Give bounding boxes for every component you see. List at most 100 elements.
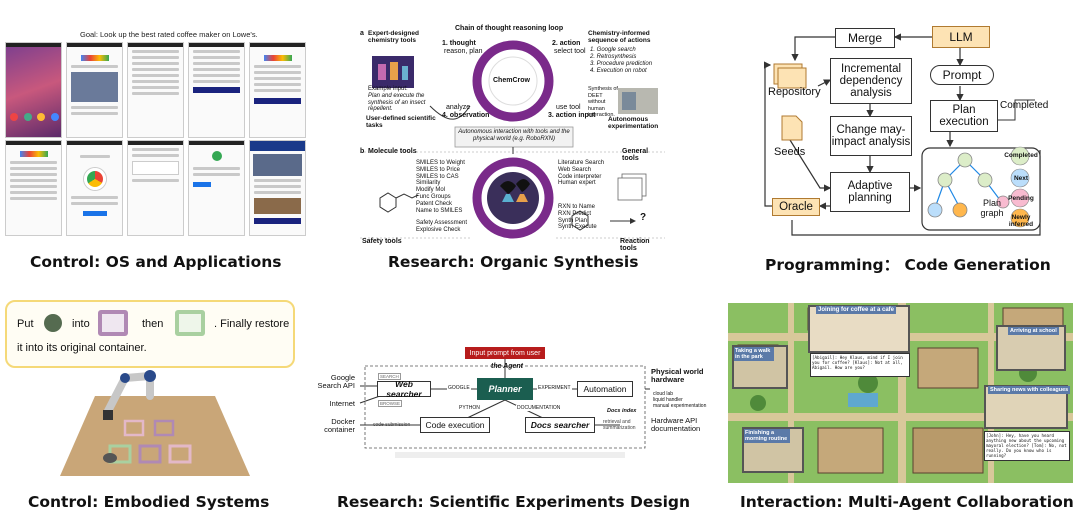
step4-sub: analyze [446, 104, 471, 111]
walk-park-label: Taking a walk in the park [734, 347, 774, 361]
tool-item: Similarity [416, 180, 441, 187]
plan-graph-label: Plan graph [980, 198, 1004, 218]
planner-box: Planner [477, 378, 533, 400]
joining-coffee-label: Joining for coffee at a cafe [816, 306, 897, 314]
caption-code: Programming： Code Generation [765, 256, 1051, 274]
chemcrow-section-a: a [360, 30, 364, 37]
documentation-edge-label: DOCUMENTATION [516, 405, 562, 411]
os-panel: Goal: Look up the best rated coffee make… [0, 0, 306, 250]
seeds-label: Seeds [774, 146, 806, 158]
legend-completed-swatch [1010, 146, 1030, 166]
chem-informed-label: Chemistry-informed sequence of actions [588, 30, 651, 44]
question-mark: ? [640, 212, 647, 223]
tool-item: Code interpreter [558, 173, 602, 180]
multiagent-panel: Joining for coffee at a cafe [Abigail]: … [728, 303, 1073, 483]
graph-node-completed [937, 172, 953, 188]
interaction-box [454, 126, 574, 148]
docker-label: Docker container [324, 417, 355, 434]
action-item: 3. Procedure prediction [590, 61, 653, 67]
sharing-news-label: Sharing news with colleagues [988, 386, 1071, 394]
action-item: 2. Retrosynthesis [590, 54, 637, 60]
tool-item: Human expert [558, 180, 596, 187]
tool-item: Web Search [558, 166, 591, 173]
plan-execution-box: Plan execution [930, 100, 998, 132]
phone-screen-signin [188, 140, 245, 236]
legend-pending: Pending [1008, 195, 1034, 202]
prompt-box: Prompt [930, 65, 994, 85]
example-text: Plan and execute the synthesis of an ins… [368, 93, 426, 112]
tool-item: Literature Search [558, 160, 605, 166]
phone-screen-form [127, 140, 184, 236]
google-edge-label: GOOGLE [447, 385, 471, 391]
experiments-panel: Input prompt from user the Agent Google … [315, 344, 715, 464]
hardware-item: cloud lab [653, 391, 674, 397]
phone-screen-chrome [66, 140, 123, 236]
autonomous-label: Autonomous experimentation [608, 116, 659, 130]
tool-item: Name to SMILES [416, 207, 463, 214]
bottom-faded-strip [395, 452, 625, 458]
internet-label: Internet [329, 399, 355, 408]
docs-searcher-box: Docs searcher [525, 417, 595, 433]
input-prompt-box: Input prompt from user [465, 347, 545, 359]
interaction-text: Autonomous interaction with tools and th… [458, 129, 570, 142]
merge-box: Merge [835, 28, 895, 48]
change-impact-box: Change may-impact analysis [830, 116, 912, 156]
automation-box: Automation [577, 381, 633, 397]
expert-tools-label: Expert-designed chemistry tools [368, 30, 419, 44]
search-tag: SEARCH [378, 373, 401, 380]
tools-ring [472, 157, 554, 239]
arriving-school-label: Arriving at school [1008, 327, 1059, 335]
caption-synthesis: Research: Organic Synthesis [388, 253, 639, 271]
phone-screen-list [188, 42, 245, 138]
phone-screen-search [5, 140, 62, 236]
seeds-icon [781, 115, 803, 141]
reasoning-loop-ring [472, 40, 554, 122]
instruction-line2: it into its original container. [17, 342, 147, 354]
caption-os: Control: OS and Applications [30, 253, 282, 271]
molecule-tools-list: SMILES to Weight SMILES to Price SMILES … [416, 160, 465, 214]
repository-label: Repository [768, 86, 821, 98]
phone-screen-lowes [249, 140, 306, 236]
object-icon [44, 314, 62, 332]
python-edge-label: PYTHON [458, 405, 481, 411]
general-tools-list: Literature Search Web Search Code interp… [558, 160, 604, 187]
tool-item: SMILES to Price [416, 166, 461, 173]
retrieval-label: retrieval and summarization [603, 419, 636, 431]
tool-item: Explosive Check [416, 226, 461, 233]
graph-node-pending [996, 195, 1010, 209]
browse-tag: BROWSE [378, 400, 403, 407]
tool-item: SMILES to CAS [416, 173, 459, 180]
robot-scene [60, 370, 250, 476]
phone-screen-results [127, 42, 184, 138]
step1-sub: reason, plan [444, 48, 483, 55]
phone-screen-store [249, 42, 306, 138]
web-searcher-box: Web searcher [377, 379, 431, 399]
graph-node-completed [957, 152, 973, 168]
legend-next: Next [1013, 175, 1029, 182]
docs-index-label: Docs index [607, 408, 637, 414]
chemcrow-core-label: ChemCrow [493, 77, 530, 84]
hardware-api-label: Hardware API documentation [651, 416, 701, 433]
caption-experiments: Research: Scientific Experiments Design [337, 493, 691, 511]
tool-item: Synth Plan [558, 217, 588, 224]
container-purple-icon [98, 310, 128, 336]
molecule-tools-label: Molecule tools [368, 148, 417, 155]
morning-routine-label: Finishing a morning routine [744, 429, 790, 443]
tool-item: RXN Predict [558, 210, 592, 217]
safety-tools-list: Safety Assessment Explosive Check [416, 220, 467, 234]
action-item: 4. Execution on robot [590, 68, 647, 74]
safety-tools-label: Safety tools [362, 238, 402, 245]
graph-node-next [927, 202, 943, 218]
instruction-restore: . Finally restore [214, 318, 290, 330]
phone-screen-google [66, 42, 123, 138]
step4-label: 4. observation [442, 112, 490, 119]
chat-bubble-coffee: [Abigail]: Hey Klaus, mind if I join you… [810, 353, 910, 377]
hardware-item: manual experimentation [653, 403, 707, 409]
oracle-box: Oracle [772, 198, 820, 216]
graph-node-newly-inferred [952, 202, 968, 218]
caption-embodied: Control: Embodied Systems [28, 493, 270, 511]
container-green-icon [175, 310, 205, 336]
tool-item: Patent Check [416, 200, 453, 207]
step2-label: 2. action [552, 40, 581, 47]
caption-multiagent: Interaction: Multi-Agent Collaboration [740, 493, 1074, 511]
